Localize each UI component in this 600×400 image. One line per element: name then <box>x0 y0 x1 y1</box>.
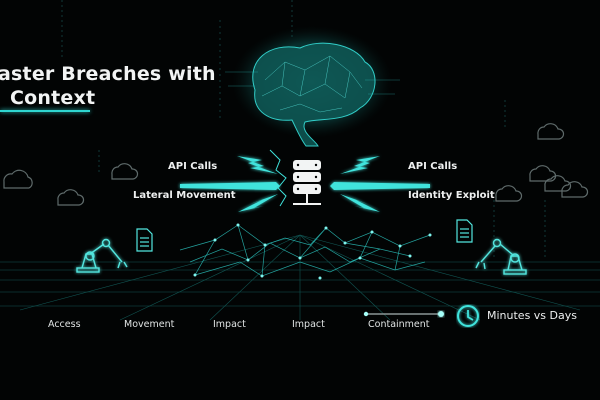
left-label-lateral-movement: Lateral Movement <box>133 190 236 201</box>
brain-network-icon <box>225 26 400 147</box>
cloud-icon <box>3 123 589 206</box>
headline-underline <box>0 110 90 112</box>
robot-arm-icon <box>475 238 527 275</box>
headline: aster Breaches with Context <box>0 62 216 110</box>
clock-label: Minutes vs Days <box>487 309 577 322</box>
timeline-stage-containment: Containment <box>368 319 430 330</box>
document-icon <box>136 219 473 252</box>
network-nodes <box>193 223 432 280</box>
right-label-identity-exploit: Identity Exploit <box>408 190 495 201</box>
lightning-icon <box>180 156 280 212</box>
lightning-icon <box>330 156 430 212</box>
robot-arm-icon <box>76 238 128 273</box>
right-label-api-calls: API Calls <box>408 161 458 172</box>
timeline-stage-access: Access <box>48 319 81 330</box>
network-mesh <box>179 224 431 277</box>
digital-rain <box>61 0 546 260</box>
left-label-api-calls: API Calls <box>168 161 218 172</box>
headline-line-2: Context <box>10 87 96 109</box>
headline-line-1: aster Breaches with <box>0 63 216 85</box>
spark-icon <box>269 149 287 207</box>
timeline-stage-movement: Movement <box>124 319 175 330</box>
server-icon <box>293 160 321 205</box>
timeline-stage-impact-2: Impact <box>292 319 325 330</box>
clock-icon <box>457 305 479 327</box>
timeline-bar <box>40 311 444 317</box>
grid-floor <box>0 234 600 321</box>
timeline-stage-impact: Impact <box>213 319 246 330</box>
